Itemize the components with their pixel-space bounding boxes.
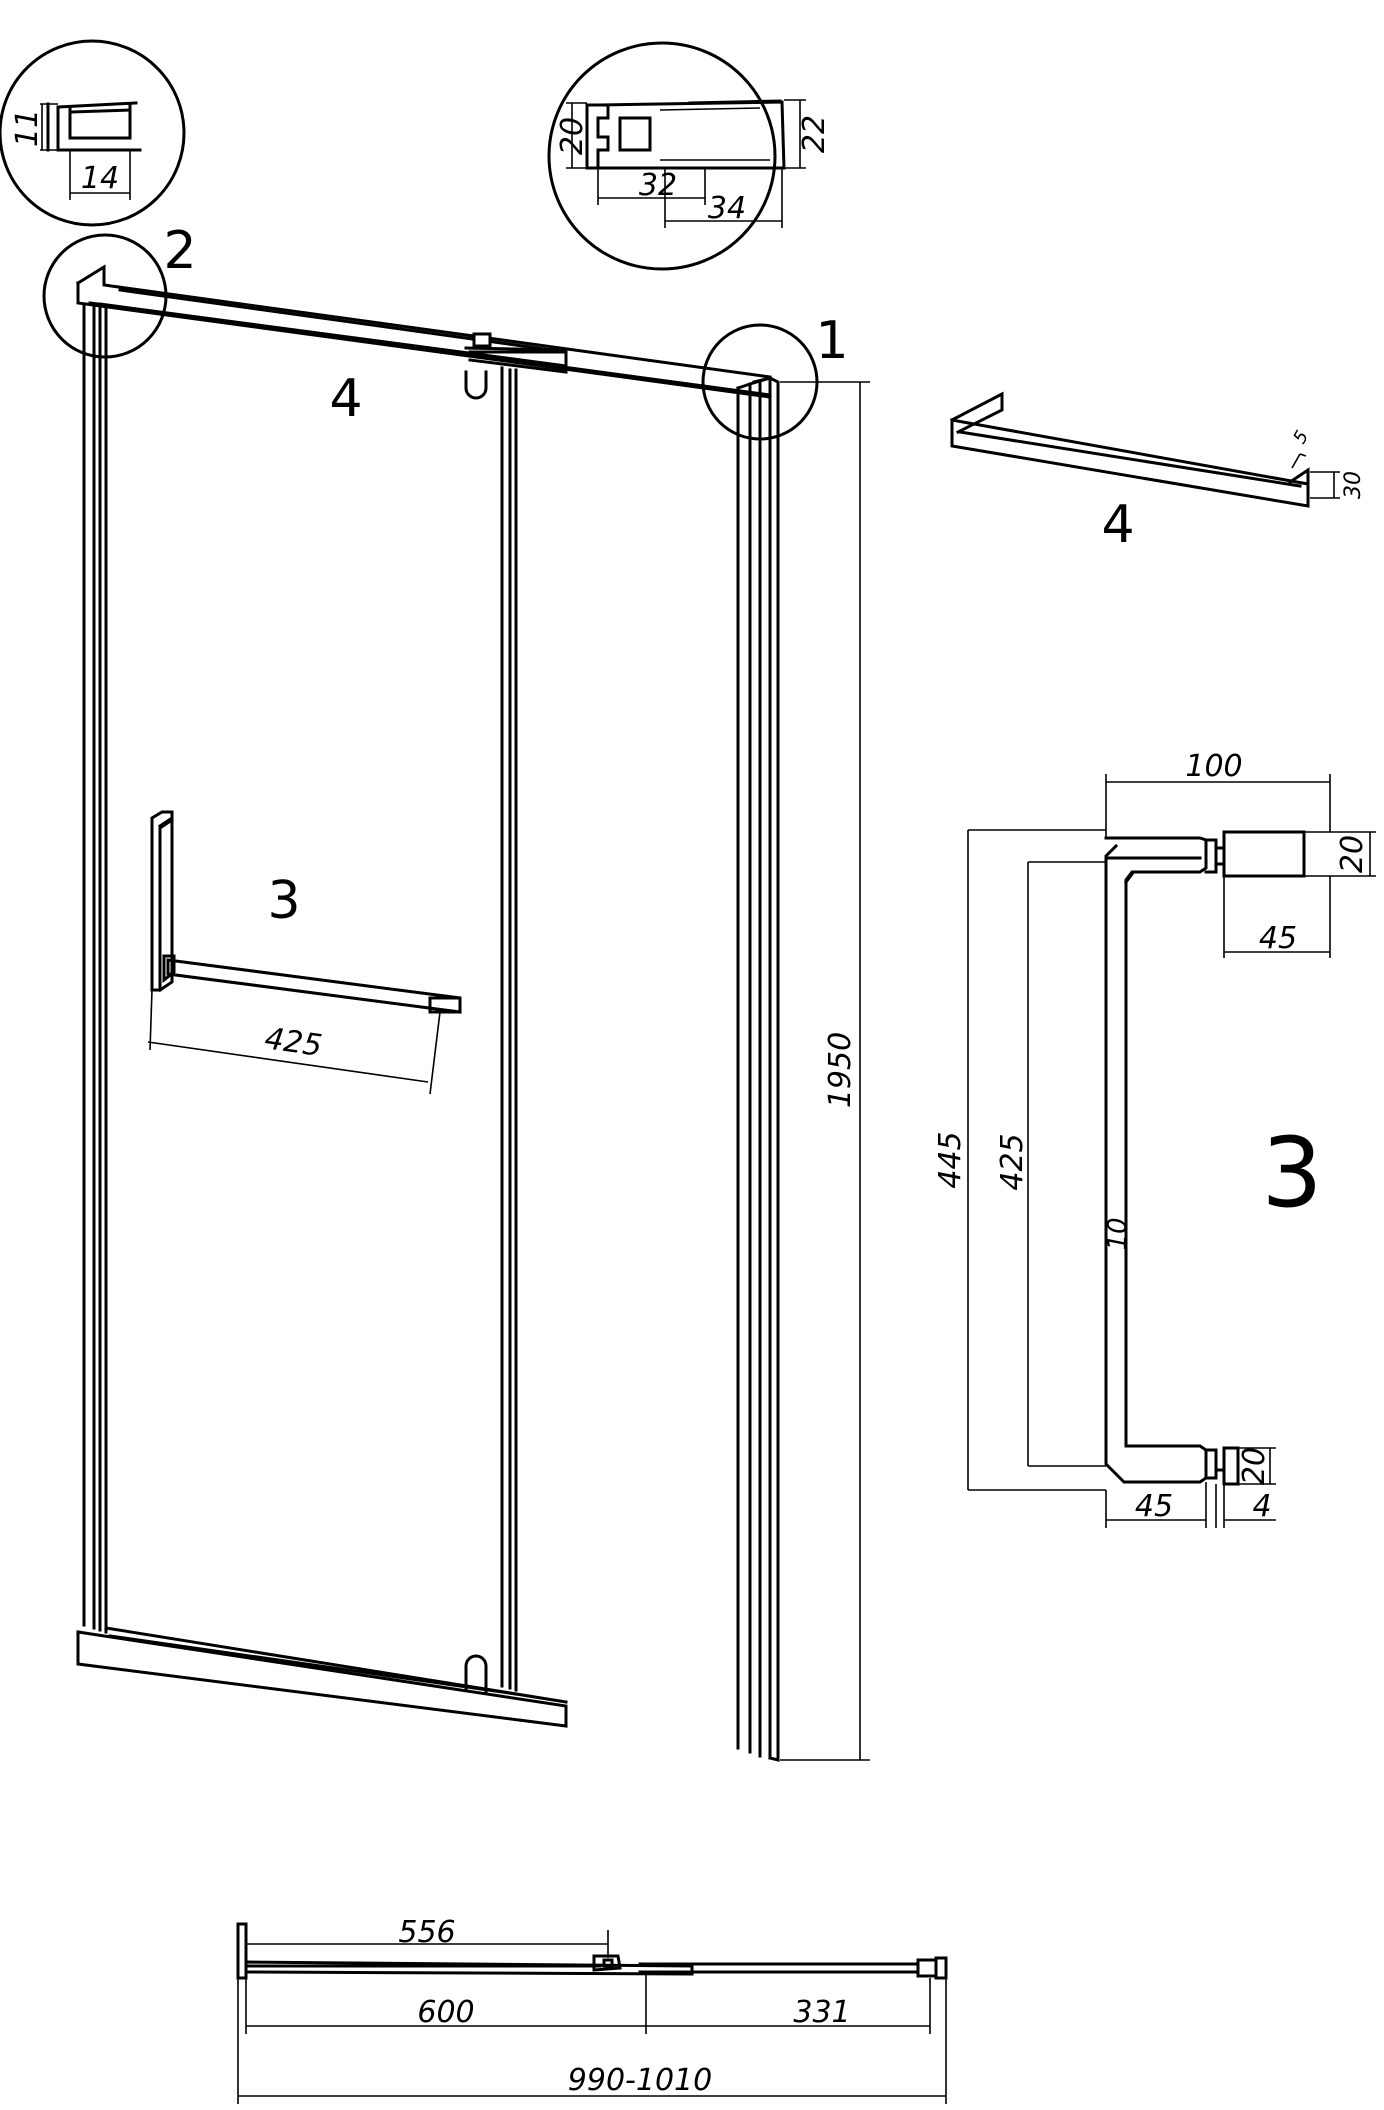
handle-standoff-top-label: 45 [1259, 921, 1297, 956]
detail-1-height-left-label: 20 [555, 117, 590, 155]
detail-2-width-label: 14 [81, 161, 119, 196]
detail-1-profile: 20 22 32 34 [547, 41, 832, 271]
handle-inner-length-label: 425 [995, 1133, 1030, 1190]
detail-4-bar: 5 30 4 [949, 391, 1366, 555]
plan-view: 556 600 331 990-1010 [236, 1915, 948, 2104]
handle-thickness-bottom-label: 20 [1237, 1447, 1272, 1485]
plan-door-width-label: 600 [417, 1995, 474, 2030]
handle-overall-length-label: 445 [933, 1131, 968, 1188]
detail-1-width-b-label: 34 [708, 191, 746, 226]
handle-depth-label: 100 [1185, 749, 1242, 784]
handle-bar-diameter-label: 10 [1103, 1217, 1133, 1250]
detail-2-circle [0, 39, 186, 227]
plan-opening-width-label: 556 [398, 1915, 455, 1950]
detail-1-circle [547, 41, 777, 271]
callout-4: 4 [329, 369, 362, 429]
callout-2: 2 [163, 221, 196, 281]
callout-1: 1 [815, 311, 848, 371]
callout-3-detail: 3 [1261, 1117, 1322, 1229]
detail-3-handle: 100 20 45 445 425 10 45 20 4 3 [933, 749, 1376, 1528]
plan-fixed-panel-width-label: 331 [793, 1995, 850, 2030]
handle-standoff-bottom-label: 45 [1135, 1489, 1173, 1524]
detail-4-size-a-label: 5 [1289, 427, 1313, 447]
detail-1-width-a-label: 32 [639, 168, 677, 203]
callout-3: 3 [267, 871, 300, 931]
detail-4-size-b-label: 30 [1341, 471, 1366, 499]
detail-2-profile: 11 14 [0, 39, 186, 227]
handle-gap-label: 4 [1252, 1489, 1271, 1524]
plan-total-width-label: 990-1010 [568, 2063, 712, 2098]
detail-1-height-right-label: 22 [797, 115, 832, 153]
callout-4-detail: 4 [1101, 495, 1134, 555]
detail-2-height-label: 11 [10, 109, 45, 147]
door-elevation: 425 1950 2 1 4 3 [42, 221, 870, 1762]
handle-thickness-top-label: 20 [1335, 835, 1370, 873]
door-handle-length-label: 425 [263, 1021, 325, 1064]
door-height-label: 1950 [823, 1032, 858, 1108]
